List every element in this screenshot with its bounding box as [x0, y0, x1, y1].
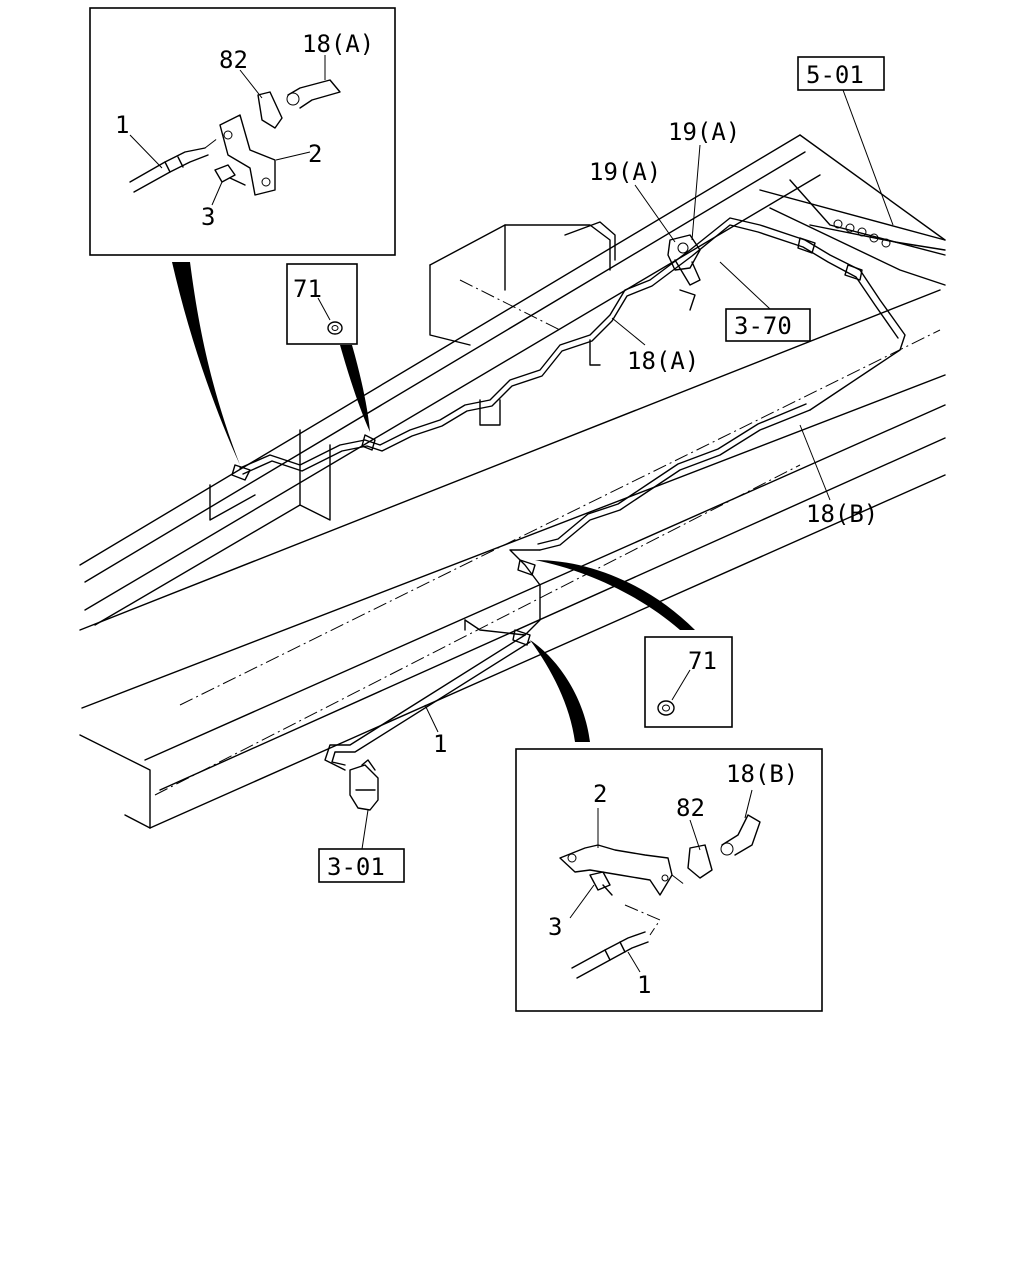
pipe-clips: [231, 237, 863, 646]
callout-18b: 18(B): [806, 500, 878, 528]
callout-1: 1: [115, 111, 129, 139]
callout-71: 71: [293, 275, 322, 303]
bottom-detail-box: 2 82 18(B) 3 1: [515, 748, 823, 1012]
cross-member-hole: [869, 233, 879, 243]
callout-1: 1: [637, 971, 651, 999]
bracket-hole: [567, 853, 577, 863]
callout-2: 2: [308, 140, 322, 168]
fuel-filter: [349, 759, 379, 811]
pipe-fitting: [286, 92, 300, 106]
ref-5-01: 5-01: [806, 61, 864, 89]
bracket-hole: [661, 874, 669, 882]
main-callouts: 5-01 19(A) 19(A) 3-70 18(A) 18(B) 1 3-01: [318, 56, 894, 883]
bracket-hole: [223, 130, 233, 140]
cross-member-hole: [881, 238, 891, 248]
callout-19a-lower: 19(A): [589, 158, 661, 186]
washer-icon: [657, 700, 675, 716]
bracket-hole: [261, 177, 271, 187]
callout-3: 3: [548, 913, 562, 941]
washer-box-bottom: 71: [644, 636, 733, 728]
callout-19a-upper: 19(A): [668, 118, 740, 146]
callout-82: 82: [219, 46, 248, 74]
detail-pointers: [172, 262, 695, 742]
callout-3: 3: [201, 203, 215, 231]
callout-18a: 18(A): [302, 30, 374, 58]
callout-82: 82: [676, 794, 705, 822]
cross-member-hole: [845, 223, 855, 233]
junction-block: [667, 234, 701, 311]
washer-box-top: 71: [286, 263, 358, 345]
fuel-pipe-18a: [239, 217, 906, 475]
cross-member-hole: [857, 227, 867, 237]
junction-fitting: [677, 242, 689, 254]
ref-3-01: 3-01: [327, 853, 385, 881]
washer-icon: [327, 321, 343, 335]
pipe-fitting: [720, 842, 734, 856]
callout-18b: 18(B): [726, 760, 798, 788]
callout-18a: 18(A): [627, 347, 699, 375]
callout-2: 2: [593, 780, 607, 808]
callout-71: 71: [688, 647, 717, 675]
fuel-pipe-1: [324, 619, 531, 771]
frame-rails: [79, 134, 946, 829]
cross-member-hole: [833, 219, 843, 229]
callout-1: 1: [433, 730, 447, 758]
ref-3-70: 3-70: [734, 312, 792, 340]
top-detail-box: 82 18(A) 1 2 3: [89, 7, 396, 256]
